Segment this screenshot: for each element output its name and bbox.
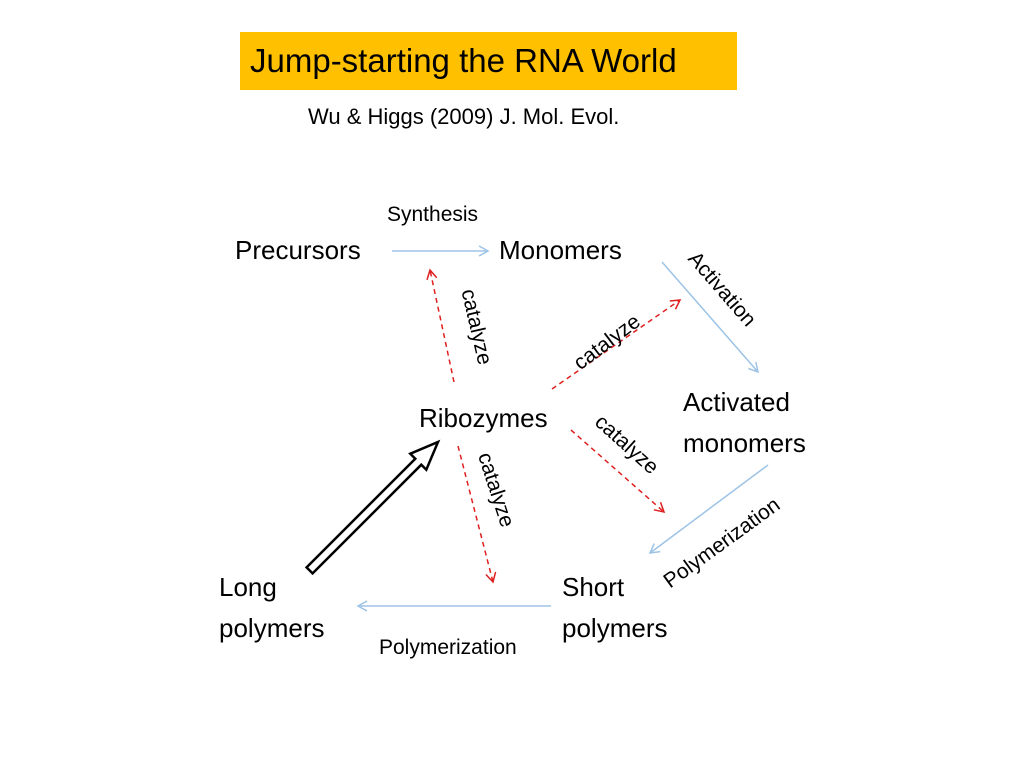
slide-title: Jump-starting the RNA World xyxy=(240,32,737,90)
polymerization-arrow-to-short xyxy=(648,464,769,554)
citation: Wu & Higgs (2009) J. Mol. Evol. xyxy=(308,104,620,129)
node-activated-monomers-line1: Activated xyxy=(683,387,790,417)
feedback-block-arrow xyxy=(304,439,441,576)
catalyze-monomers-arrow xyxy=(551,299,682,390)
node-activated-monomers: Activated monomers xyxy=(683,382,806,464)
node-activated-monomers-line2: monomers xyxy=(683,428,806,458)
node-short-polymers-line1: Short xyxy=(562,572,625,602)
node-precursors: Precursors xyxy=(235,235,361,265)
label-polymerization-long: Polymerization xyxy=(379,636,517,659)
node-monomers: Monomers xyxy=(499,235,622,265)
slide-title-text: Jump-starting the RNA World xyxy=(250,42,677,79)
catalyze-short-arrow xyxy=(457,445,497,584)
label-synthesis: Synthesis xyxy=(387,203,479,226)
node-long-polymers-line1: Long xyxy=(219,572,277,602)
node-short-polymers-line2: polymers xyxy=(562,613,668,643)
node-long-polymers-line2: polymers xyxy=(219,613,325,643)
catalyze-activated-arrow xyxy=(570,429,666,514)
activation-arrow xyxy=(661,261,760,374)
node-long-polymers: Long polymers xyxy=(219,567,324,649)
catalyze-precursors-arrow xyxy=(426,268,455,383)
node-ribozymes: Ribozymes xyxy=(419,403,548,433)
node-short-polymers: Short polymers xyxy=(562,567,667,649)
